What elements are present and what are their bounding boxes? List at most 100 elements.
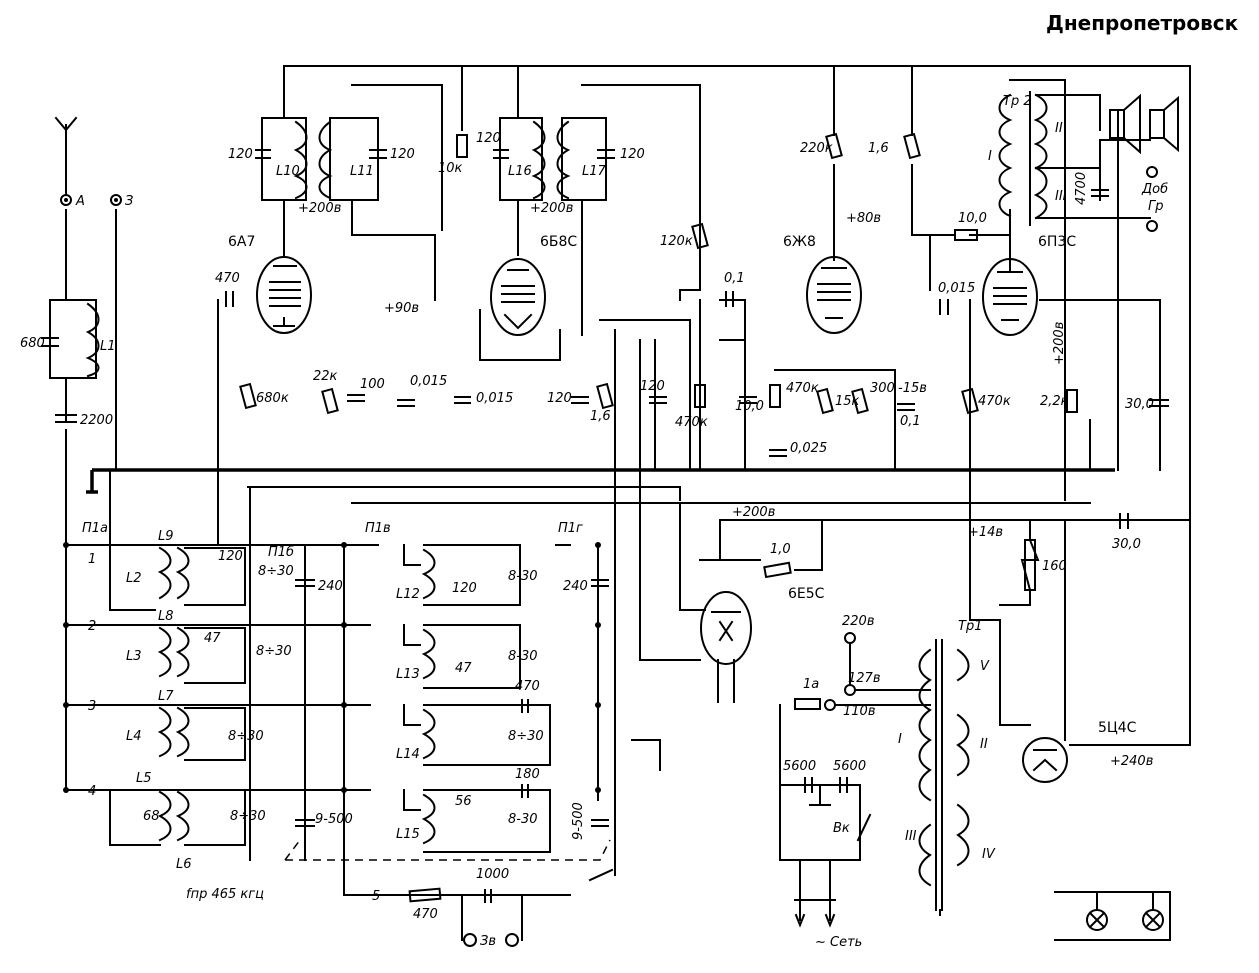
r16-label: 160 [1042, 559, 1067, 574]
r9-label: 15к [835, 394, 860, 409]
r5-label: 120к [660, 234, 693, 249]
tube-6a7-label: 6А7 [228, 234, 255, 250]
c32-label: 8-30 [508, 649, 538, 664]
coil-L16: L16 [508, 164, 532, 179]
band-2: 2 [88, 619, 96, 634]
r4-label: 1,6 [590, 409, 611, 424]
c40-label: 1000 [476, 867, 509, 882]
power-transformer-label: Тр1 [958, 619, 982, 634]
voltage-5: +200в [732, 505, 775, 520]
coil-L15: L15 [396, 827, 420, 842]
coil-L4: L4 [126, 729, 142, 744]
coil-L3: L3 [126, 649, 142, 664]
c31-label: 47 [455, 661, 472, 676]
switch-P1g: П1г [558, 521, 583, 536]
coil-L1: L1 [100, 339, 116, 354]
r18-label: 470 [413, 907, 438, 922]
r11-label: 220к [800, 141, 833, 156]
c34-label: 8÷30 [508, 729, 544, 744]
c20-label: 120 [218, 549, 243, 564]
voltage-8: +200в [1052, 322, 1067, 365]
band-switches: П1а П1б П1в П1г 1 2 3 4 5 [63, 521, 614, 904]
c24-label: 8÷30 [228, 729, 264, 744]
band-3: 3 [88, 699, 96, 714]
voltage-4: +90в [384, 301, 419, 316]
coil-L7: L7 [158, 689, 174, 704]
coil-L5: L5 [136, 771, 152, 786]
r7-label: 10,0 [735, 399, 764, 414]
tube-6p3s-label: 6П3С [1038, 234, 1076, 250]
r3-label: 22к [313, 369, 338, 384]
c22-label: 47 [204, 631, 221, 646]
pickup-label: Зв [480, 934, 496, 949]
coil-L9: L9 [158, 529, 174, 544]
coil-L11: L11 [350, 164, 374, 179]
r6-label: 470к [675, 415, 708, 430]
c38-label: 240 [563, 579, 588, 594]
c13-label: 120 [640, 379, 665, 394]
c2-label: 2200 [80, 413, 113, 428]
c16-label: 0,015 [938, 281, 975, 296]
pw-winding-4: IV [982, 847, 996, 862]
voltage-1: +200в [298, 201, 341, 216]
c4-label: 120 [228, 147, 253, 162]
output-transformer-label: Тр 2 [1003, 94, 1032, 109]
passive-parts [55, 132, 1169, 903]
band-5: 5 [372, 889, 380, 904]
c18-label: 4700 [1074, 172, 1089, 205]
mains-label: ~ Сеть [815, 935, 862, 950]
power-section: Тр1 220в 127в 110в 1а I II III IV V Вк ~… [779, 614, 1171, 950]
tube-6p3s: 6П3С [982, 234, 1076, 336]
switch-P1a: П1а [82, 521, 108, 536]
r12-label: 1,6 [868, 141, 889, 156]
c37-label: 8-30 [508, 812, 538, 827]
mains-switch-label: Вк [833, 821, 850, 836]
c17-label: 30,0 [1125, 397, 1154, 412]
coil-L6: L6 [176, 857, 192, 872]
voltage-2: +200в [530, 201, 573, 216]
wiring [54, 65, 1191, 896]
coil-L14: L14 [396, 747, 420, 762]
tube-6b8s: 6Б8С [479, 234, 577, 361]
component-labels: 680 2200 470 120 120 120 120 10к 680к 22… [20, 131, 1154, 922]
tube-6e5s: 6Е5С [700, 586, 825, 703]
c10-label: 0,015 [476, 391, 513, 406]
tube-6a7: 6А7 [228, 234, 312, 334]
switch-P1v: П1в [365, 521, 391, 536]
c8-label: 100 [360, 377, 385, 392]
c33-label: 470 [515, 679, 540, 694]
c11-label: 120 [547, 391, 572, 406]
band-4: 4 [88, 784, 96, 799]
coil-labels: L1 L2 L3 L4 L5 L6 L7 L8 L9 L10 L11 L12 L… [100, 164, 607, 872]
r8-label: 470к [786, 381, 819, 396]
schematic-title: Днепропетровск [1046, 11, 1239, 35]
c12-label: 0,1 [724, 271, 745, 286]
coil-L17: L17 [582, 164, 607, 179]
voltage-9: -15в [898, 381, 927, 396]
tube-5ts4s-label: 5Ц4С [1098, 720, 1137, 736]
antenna-terminal-label: А [75, 194, 85, 209]
c28-label: 9-500 [315, 812, 353, 827]
c35-label: 56 [455, 794, 472, 809]
pw-winding-5: V [980, 659, 990, 674]
voltage-labels: +200в +200в +80в +90в +200в +14в +240в +… [298, 201, 1153, 769]
voltage-7: +240в [1110, 754, 1153, 769]
c23-label: 8÷30 [256, 644, 292, 659]
tube-6b8s-label: 6Б8С [540, 234, 577, 250]
c5-label: 120 [390, 147, 415, 162]
tube-6zh8: 6Ж8 [783, 234, 862, 334]
fuse-label: 1а [803, 677, 819, 692]
voltage-3: +80в [846, 211, 881, 226]
mains-tap-220: 220в [842, 614, 874, 629]
coil-L2: L2 [126, 571, 142, 586]
c30-label: 8-30 [508, 569, 538, 584]
c19-label: 30,0 [1112, 537, 1141, 552]
r2-label: 680к [256, 391, 289, 406]
out-winding-3: III [1055, 189, 1067, 204]
voltage-6: +14в [968, 525, 1003, 540]
c15-label: 0,1 [900, 414, 921, 429]
c27-label: 240 [318, 579, 343, 594]
c36-label: 180 [515, 767, 540, 782]
headphones-label-2: Гр [1148, 199, 1164, 214]
